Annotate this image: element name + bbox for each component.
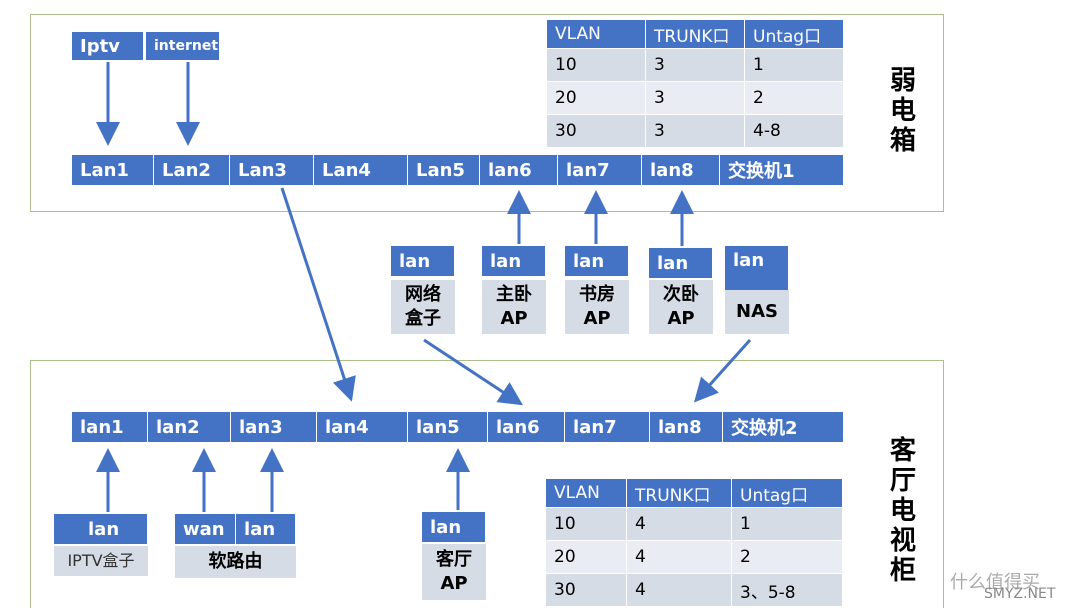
switch2-port-lan4: lan4 [317, 412, 408, 442]
label-char: 客 [889, 436, 916, 466]
switch2-port-lan3: lan3 [231, 412, 317, 442]
nas-port: lan [725, 246, 789, 290]
trunk-header: TRUNK口 [626, 478, 732, 508]
table-cell: 3、5-8 [731, 573, 843, 607]
switch1-port-lan7: lan7 [558, 155, 642, 185]
arrow-network-box-to-lan6 [423, 338, 524, 406]
switch1-port-lan1: Lan1 [72, 155, 154, 185]
internet-input: internet [146, 32, 220, 60]
vlan-table-switch2: VLAN TRUNK口 Untag口 10 4 1 20 4 2 30 4 3、… [545, 478, 843, 607]
trunk-header: TRUNK口 [645, 19, 745, 49]
living-ap-port: lan [422, 512, 486, 542]
label-char: 电 [889, 496, 916, 526]
label-char: 柜 [889, 556, 916, 586]
label-char: 箱 [889, 126, 916, 156]
untag-header: Untag口 [744, 19, 844, 49]
switch1-port-lan4: Lan4 [314, 155, 408, 185]
switch1-port-lan5: Lan5 [408, 155, 480, 185]
master-bedroom-ap-port: lan [482, 246, 546, 276]
soft-router-wan-port: wan [175, 514, 236, 544]
network-box-name: 网络 盒子 [391, 280, 455, 334]
switch2-port-lan8: lan8 [650, 412, 723, 442]
second-bedroom-ap-port: lan [649, 248, 713, 278]
nas-name: NAS [725, 290, 789, 334]
switch1-name: 交换机1 [720, 155, 843, 185]
table-cell: 20 [545, 540, 627, 574]
soft-router-lan-port: lan [236, 514, 296, 544]
table-row: 10 3 1 [546, 48, 844, 82]
table-cell: 20 [546, 81, 646, 115]
table-row: 20 3 2 [546, 81, 844, 115]
table-cell: 4 [626, 540, 732, 574]
table-cell: 30 [546, 114, 646, 148]
table-row: 30 4 3、5-8 [545, 573, 843, 607]
arrow-switch1-lan3-to-switch2-lan4 [280, 187, 356, 402]
vlan-header: VLAN [546, 19, 646, 49]
network-box-port: lan [391, 246, 455, 276]
table-row: 20 4 2 [545, 540, 843, 574]
arrow-nas-to-lan8 [693, 338, 752, 403]
name-line: 书房 [579, 284, 615, 305]
name-line: 次卧 [663, 284, 699, 305]
second-bedroom-ap-name: 次卧 AP [649, 280, 713, 334]
table-cell: 4-8 [744, 114, 844, 148]
switch1-port-lan2: Lan2 [154, 155, 230, 185]
switch1-port-lan6: lan6 [480, 155, 558, 185]
name-line: AP [667, 308, 695, 329]
table-cell: 3 [645, 114, 745, 148]
label-char: 视 [889, 526, 916, 556]
switch2-port-lan5: lan5 [408, 412, 488, 442]
soft-router-name: 软路由 [175, 546, 296, 578]
switch2-port-lan1: lan1 [72, 412, 148, 442]
living-ap-name: 客厅 AP [422, 544, 486, 600]
study-ap-name: 书房 AP [565, 280, 629, 334]
switch2-port-lan2: lan2 [148, 412, 231, 442]
name-line: 主卧 [496, 284, 532, 305]
table-cell: 3 [645, 81, 745, 115]
watermark-text: 什么值得买 [950, 572, 1040, 593]
table-cell: 4 [626, 573, 732, 607]
name-line: 客厅 [436, 549, 472, 570]
switch2-name: 交换机2 [723, 412, 843, 442]
name-line: 盒子 [405, 308, 441, 329]
switch1-port-lan3: Lan3 [230, 155, 314, 185]
table-row: 30 3 4-8 [546, 114, 844, 148]
switch1-port-lan8: lan8 [642, 155, 720, 185]
table-cell: 2 [744, 81, 844, 115]
name-line: AP [500, 308, 528, 329]
study-ap-port: lan [565, 246, 629, 276]
label-char: 弱 [889, 66, 916, 96]
switch2-port-lan6: lan6 [488, 412, 565, 442]
master-bedroom-ap-name: 主卧 AP [482, 280, 546, 334]
table-cell: 2 [731, 540, 843, 574]
name-line: 网络 [405, 284, 441, 305]
table-cell: 10 [545, 507, 627, 541]
table-cell: 30 [545, 573, 627, 607]
name-line: AP [583, 308, 611, 329]
name-line: NAS [736, 301, 778, 322]
iptv-box-name: IPTV盒子 [54, 546, 148, 576]
vlan-table-switch1: VLAN TRUNK口 Untag口 10 3 1 20 3 2 30 3 4-… [546, 19, 844, 148]
table-cell: 4 [626, 507, 732, 541]
table-cell: 3 [645, 48, 745, 82]
iptv-box-port: lan [54, 514, 148, 544]
label-char: 厅 [889, 466, 916, 496]
weak-box-label: 弱 电 箱 [888, 66, 918, 156]
switch2-port-lan7: lan7 [565, 412, 650, 442]
label-char: 电 [889, 96, 916, 126]
table-cell: 1 [744, 48, 844, 82]
name-line: AP [440, 573, 468, 594]
iptv-input: Iptv [72, 32, 144, 60]
living-box-label: 客 厅 电 视 柜 [888, 436, 918, 586]
watermark-url: SMYZ.NET [984, 586, 1056, 602]
table-row: 10 4 1 [545, 507, 843, 541]
